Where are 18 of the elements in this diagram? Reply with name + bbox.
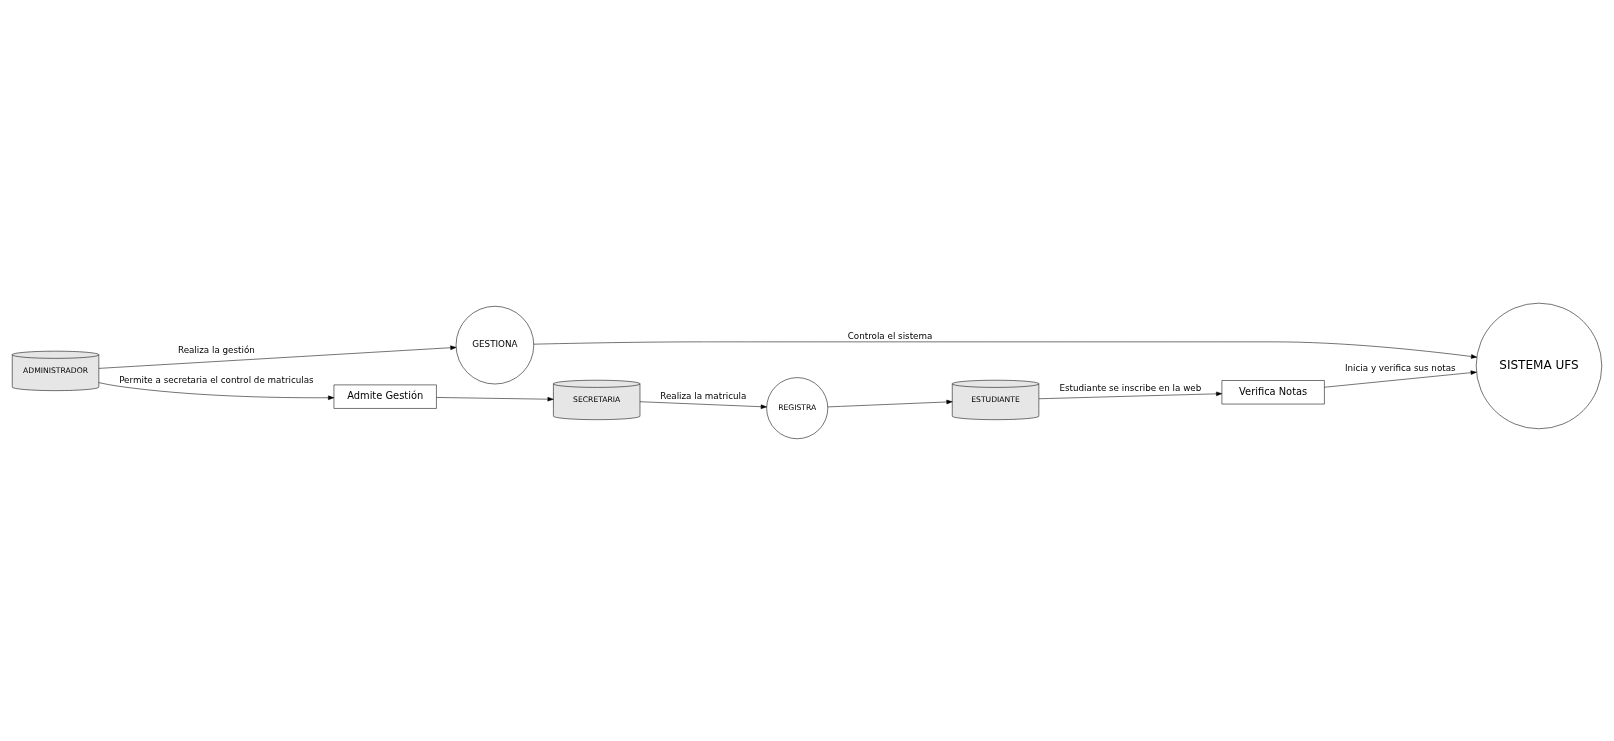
arrow (1038, 391, 1223, 399)
arrow (827, 399, 953, 407)
node-circle: GESTIONA (455, 305, 535, 384)
arrow (533, 341, 1478, 359)
edge-label: Controla el sistema (847, 330, 933, 341)
arrow (436, 396, 554, 401)
arrow (98, 345, 457, 369)
arrow (1324, 370, 1477, 387)
node-box: Verifica Notas (1221, 379, 1325, 404)
edge-label: Permite a secretaria el control de matriculas (119, 374, 314, 385)
arrow (639, 400, 767, 409)
node-box: Admite Gestión (333, 384, 437, 409)
arrow (98, 381, 335, 400)
edge-label: Estudiante se inscribe en la web (1059, 382, 1202, 393)
edge-label: Realiza la gestión (177, 344, 255, 355)
edge-label: Inicia y verifica sus notas (1344, 362, 1456, 373)
edge-label: Realiza la matricula (660, 390, 747, 401)
node-circle: SISTEMA UFS (1475, 302, 1603, 429)
